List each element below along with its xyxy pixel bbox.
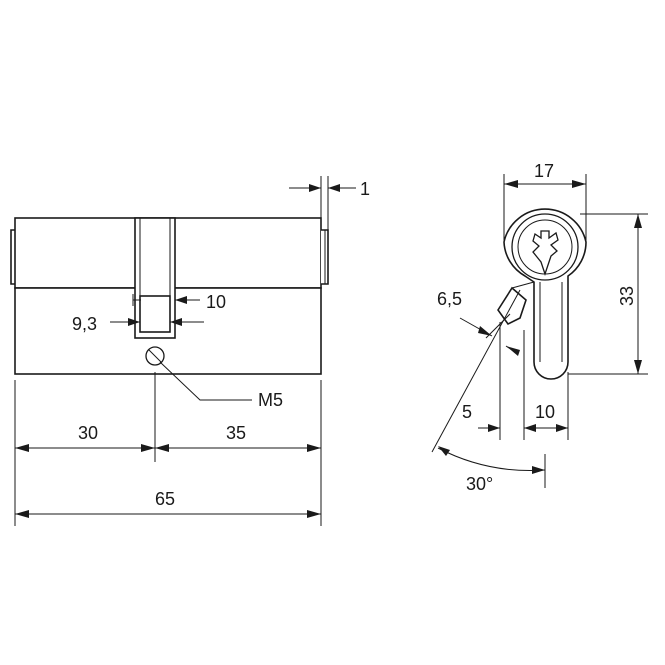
screw-hole	[145, 346, 165, 366]
label-cam-angle: 30°	[466, 474, 493, 494]
label-right-length: 35	[226, 423, 246, 443]
label-width: 17	[534, 161, 554, 181]
side-view: M5 1 10 9,3 30 35	[10, 176, 370, 526]
label-end-offset: 1	[360, 179, 370, 199]
label-cam-slot-outer: 10	[206, 292, 226, 312]
label-height: 33	[617, 286, 637, 306]
label-profile-offset: 5	[462, 402, 472, 422]
label-total-length: 65	[155, 489, 175, 509]
cam-slot-inner	[139, 295, 171, 333]
label-screw-thread: M5	[258, 390, 283, 410]
cam	[497, 286, 527, 326]
angle-arc	[437, 447, 546, 471]
label-cam-slot-inner: 9,3	[72, 314, 97, 334]
profile-outline	[503, 208, 587, 380]
plug-ring	[511, 213, 579, 281]
label-cam-thickness: 6,5	[437, 289, 462, 309]
front-view: 17 33 6,5 5 10 30°	[431, 161, 648, 494]
label-profile-lower-width: 10	[535, 402, 555, 422]
label-left-length: 30	[78, 423, 98, 443]
keyway	[532, 230, 559, 277]
